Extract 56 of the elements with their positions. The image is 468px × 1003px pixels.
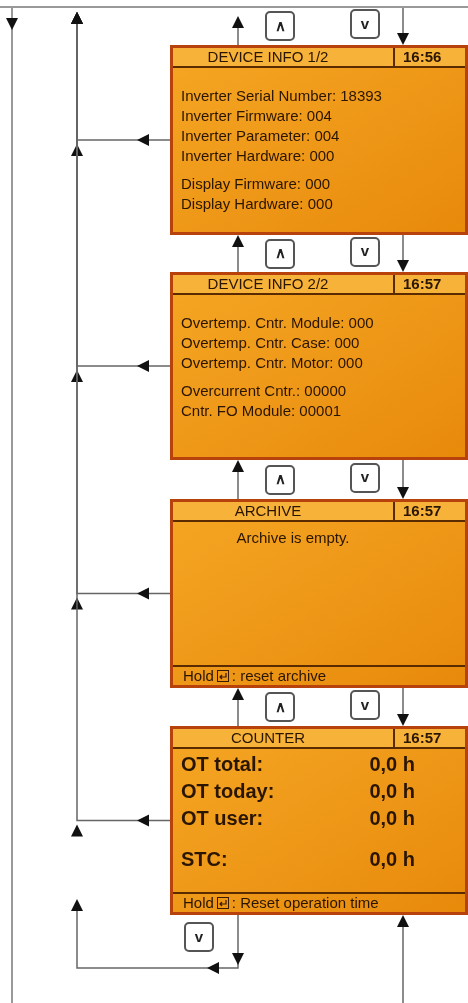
arrow <box>397 234 409 272</box>
info-line: Overcurrent Cntr.: 00000 <box>181 381 348 401</box>
arrow <box>397 915 409 1003</box>
lcd-screen <box>170 726 468 915</box>
footer-hint: : reset archive <box>231 667 327 685</box>
info-line: Display Hardware: 000 <box>181 194 334 214</box>
info-line: Cntr. FO Module: 00001 <box>181 401 343 421</box>
counter-label: OT today: <box>181 779 275 804</box>
arrow <box>71 899 244 974</box>
screen-title: ARCHIVE <box>234 502 302 520</box>
key-button-label: ∧ <box>265 238 295 269</box>
key-button-label: v <box>350 690 380 720</box>
arrow <box>397 687 409 726</box>
key-button-label: ∧ <box>265 11 295 41</box>
clock-time: 16:57 <box>403 729 442 746</box>
screen-title: COUNTER <box>230 729 306 747</box>
lcd-screen <box>170 45 468 235</box>
counter-value: 0,0 h <box>369 806 415 831</box>
counter-value: 0,0 h <box>369 779 415 804</box>
info-line: Inverter Serial Number: 18393 <box>181 86 383 106</box>
key-button-label: v <box>184 922 214 952</box>
info-line: Overtemp. Cntr. Case: 000 <box>181 333 361 353</box>
info-line: Inverter Firmware: 004 <box>181 106 333 126</box>
key-button-label: v <box>350 462 380 493</box>
footer-hint: : Reset operation time <box>231 894 379 912</box>
arrow <box>232 16 244 46</box>
info-line: Inverter Parameter: 004 <box>181 126 341 146</box>
info-line: Inverter Hardware: 000 <box>181 146 336 166</box>
screen-title: DEVICE INFO 1/2 <box>207 48 329 66</box>
clock-time: 16:57 <box>403 275 442 292</box>
arrow <box>397 7 409 45</box>
counter-value: 0,0 h <box>369 847 415 872</box>
counter-label: OT user: <box>181 806 264 831</box>
clock-time: 16:56 <box>403 48 442 65</box>
key-button-label: v <box>350 9 380 39</box>
lcd-screen <box>170 499 468 688</box>
arrow <box>71 12 171 837</box>
info-line: Archive is empty. <box>235 528 351 548</box>
lcd-screen <box>170 272 468 460</box>
arrow <box>397 459 409 499</box>
key-button-label: v <box>350 236 380 267</box>
counter-value: 0,0 h <box>369 752 415 777</box>
key-button-label: ∧ <box>265 464 295 495</box>
clock-time: 16:57 <box>403 502 442 519</box>
arrow <box>232 688 244 727</box>
footer-hint: Hold <box>183 894 214 912</box>
info-line: Overtemp. Cntr. Motor: 000 <box>181 353 364 373</box>
arrow <box>232 235 244 273</box>
info-line: Overtemp. Cntr. Module: 000 <box>181 313 375 333</box>
counter-label: OT total: <box>181 752 264 777</box>
arrow <box>232 460 244 500</box>
footer-hint: Hold <box>183 667 214 685</box>
screen-title: DEVICE INFO 2/2 <box>207 275 329 293</box>
counter-label: STC: <box>181 847 228 872</box>
key-button-label: ∧ <box>265 692 295 722</box>
info-line: Display Firmware: 000 <box>181 174 332 194</box>
